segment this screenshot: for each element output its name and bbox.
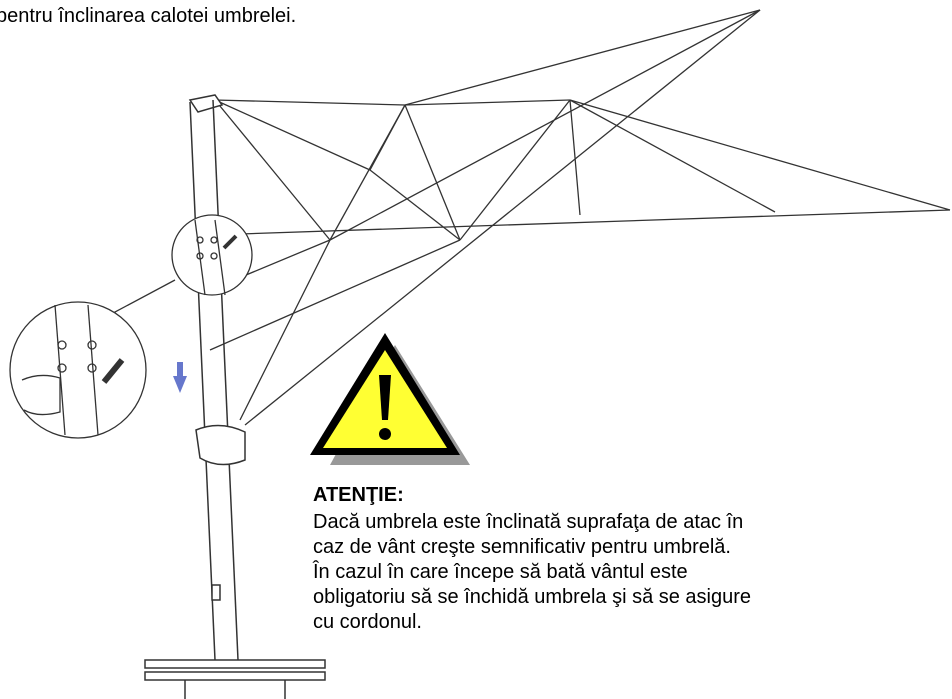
umbrella-pole [188, 94, 246, 661]
detail-circle-small [171, 214, 253, 296]
down-arrow-icon [173, 362, 187, 393]
warning-line: obligatoriu să se închidă umbrela şi să … [313, 586, 752, 608]
warning-line: cu cordonul. [313, 611, 422, 633]
warning-text: Dacă umbrela este înclinată suprafaţa de… [313, 510, 952, 635]
warning-line: caz de vânt creşte semnificativ pentru u… [313, 536, 731, 558]
umbrella-canopy [209, 9, 951, 426]
warning-title: ATENŢIE: [313, 484, 404, 506]
warning-line: Dacă umbrela este înclinată suprafaţa de… [313, 511, 744, 533]
umbrella-base [144, 659, 326, 699]
warning-line: În cazul în care începe să bată vântul e… [313, 561, 688, 583]
detail-circle-large [9, 301, 147, 439]
warning-triangle-icon [310, 333, 470, 465]
intro-text: pentru înclinarea calotei umbrelei. [0, 5, 297, 27]
